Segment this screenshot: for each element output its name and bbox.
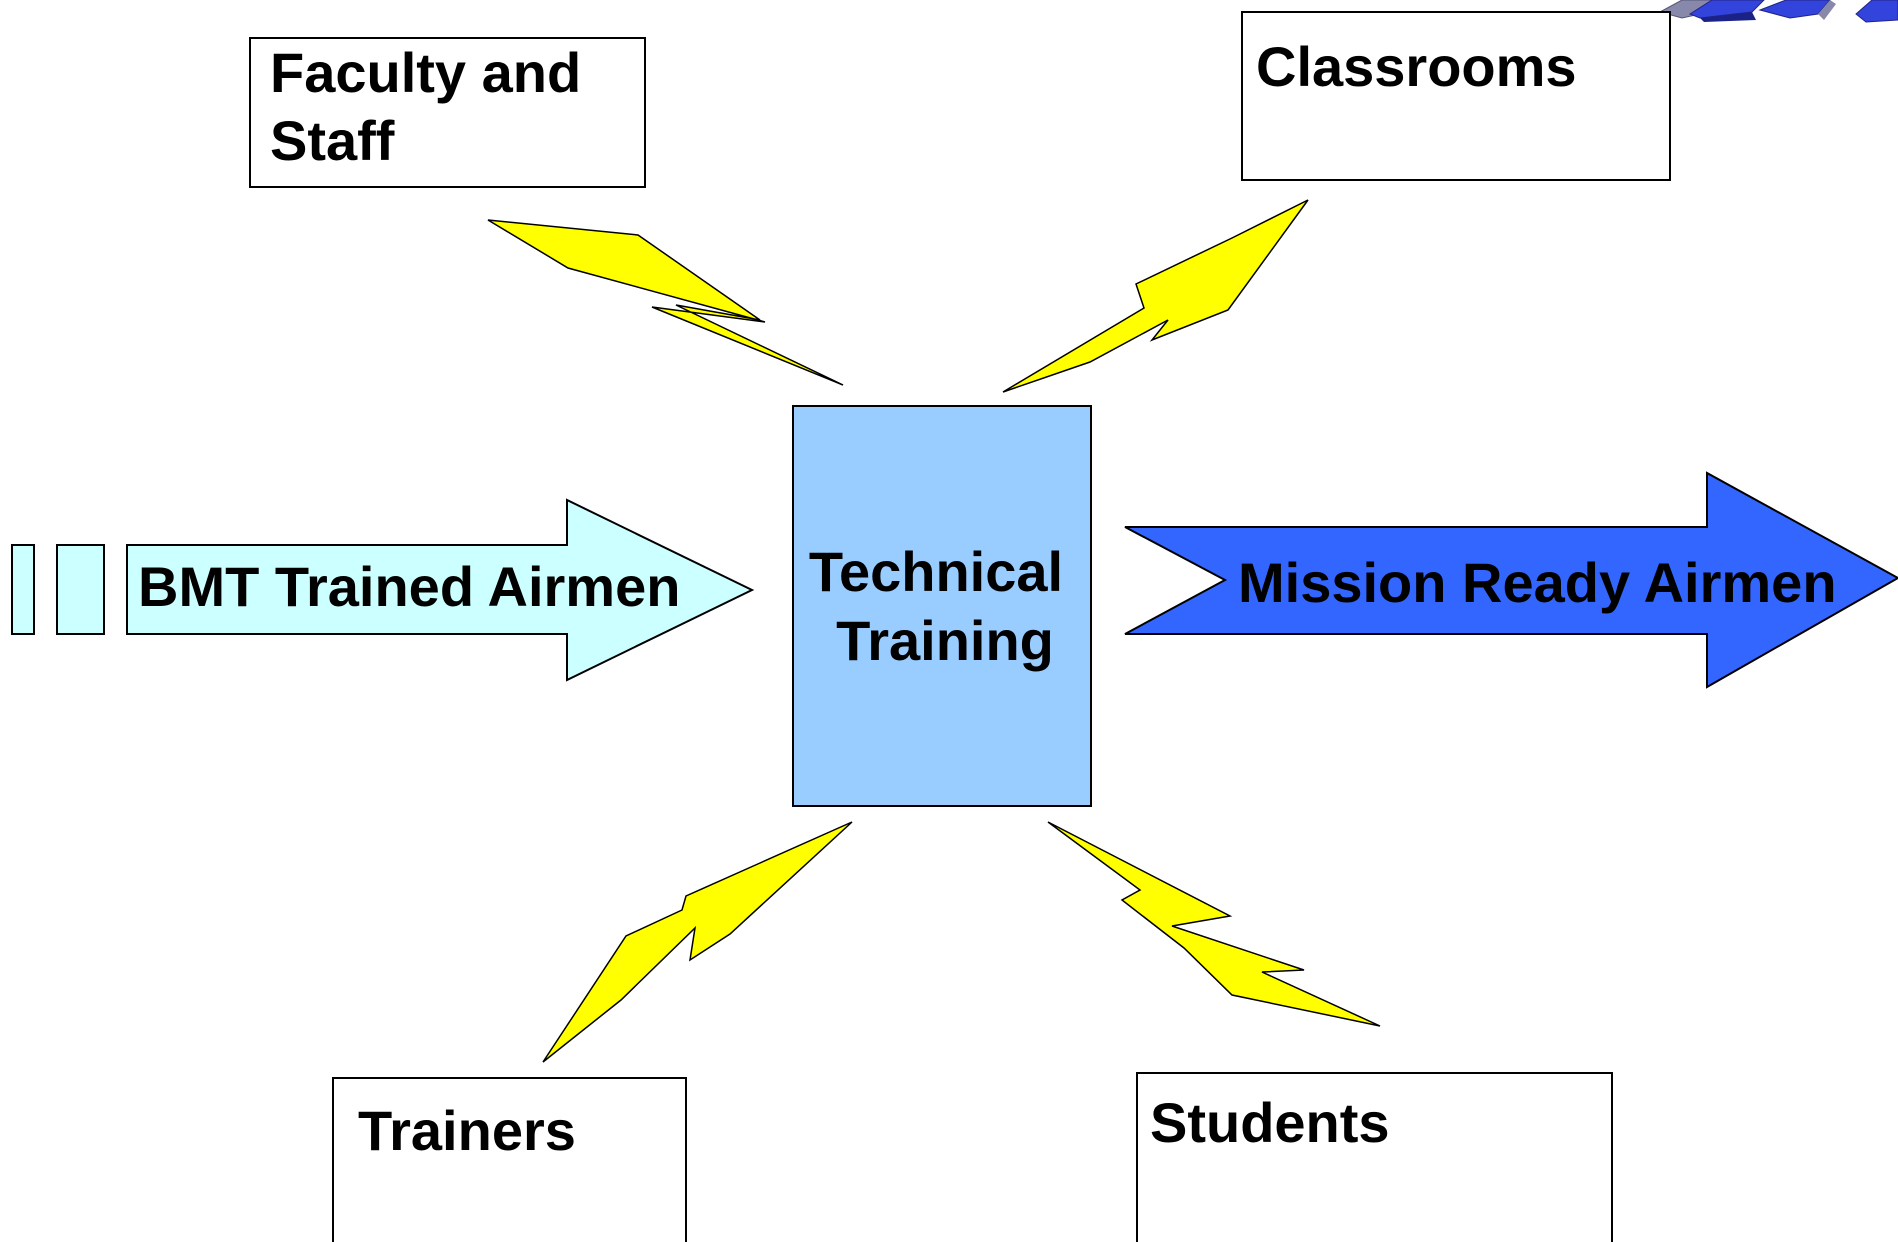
lightning-bolt-icon-faculty bbox=[487, 219, 844, 386]
faculty-staff-label-line1: Faculty and bbox=[270, 41, 581, 104]
lightning-bolt-icon-classrooms bbox=[1002, 199, 1309, 393]
classrooms-label: Classrooms bbox=[1256, 35, 1577, 98]
faculty-staff-label-line2: Staff bbox=[270, 109, 395, 172]
bmt-trained-airmen-label: BMT Trained Airmen bbox=[138, 555, 680, 618]
classrooms-box: Classrooms bbox=[1241, 11, 1671, 181]
technical-training-label-line2: Training bbox=[836, 609, 1054, 672]
mission-ready-arrow-shape bbox=[1124, 471, 1898, 689]
arrow-tail-block-2 bbox=[56, 544, 105, 635]
students-box: Students bbox=[1136, 1072, 1613, 1242]
bmt-arrow-shape bbox=[126, 498, 755, 682]
technical-training-label-line1: Technical bbox=[809, 540, 1063, 603]
blocks-logo-icon bbox=[1658, 0, 1898, 23]
mission-ready-airmen-arrow: Mission Ready Airmen bbox=[1124, 471, 1898, 689]
faculty-staff-box: Faculty and Staff bbox=[249, 37, 646, 188]
arrow-tail-block-1 bbox=[11, 544, 35, 635]
trainers-box: Trainers bbox=[332, 1077, 687, 1242]
lightning-bolt-icon-trainers bbox=[542, 821, 853, 1063]
bmt-trained-airmen-arrow: BMT Trained Airmen bbox=[11, 498, 755, 682]
lightning-bolt-icon-students bbox=[1047, 821, 1381, 1027]
trainers-label: Trainers bbox=[358, 1099, 576, 1162]
mission-ready-airmen-label: Mission Ready Airmen bbox=[1238, 551, 1837, 614]
technical-training-box: Technical Training bbox=[792, 405, 1092, 807]
students-label: Students bbox=[1150, 1091, 1390, 1154]
